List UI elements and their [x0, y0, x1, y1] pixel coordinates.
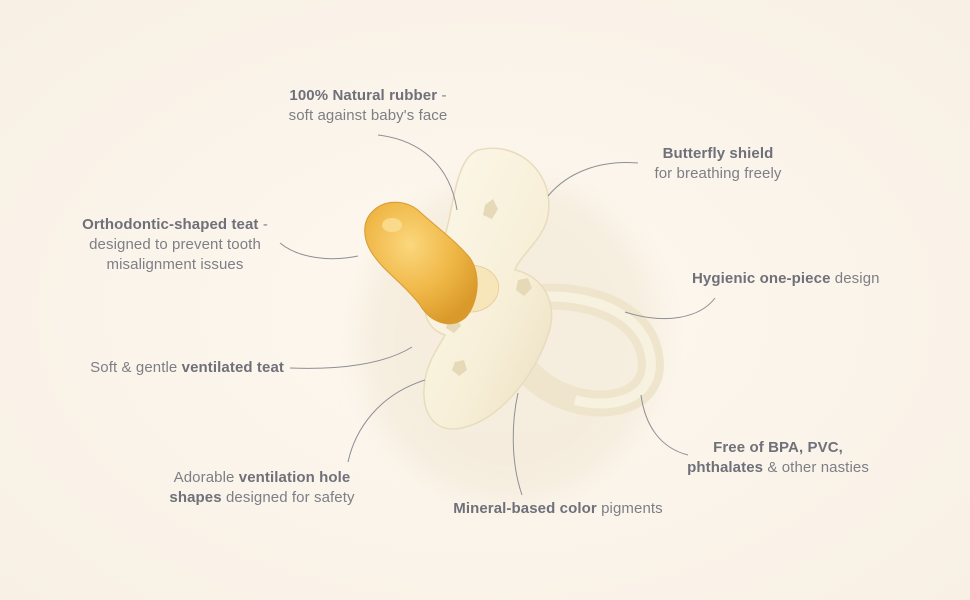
annotation-text: Soft & gentle [90, 359, 182, 376]
annotation-text: for breathing freely [654, 165, 782, 182]
ventilation-hole [452, 360, 467, 376]
annotation-bold-text: Hygienic one-piece [692, 270, 831, 287]
annotation-text: misalignment issues [106, 256, 244, 273]
annotation-bold-text: ventilated teat [181, 359, 284, 376]
annotation-natural-rubber: 100% Natural rubber - soft against baby'… [258, 86, 478, 126]
annotation-bold-text: Orthodontic-shaped teat [82, 216, 259, 233]
orthodontic-teat [364, 201, 478, 325]
annotation-text: designed to prevent tooth [89, 236, 261, 253]
annotation-butterfly-shield: Butterfly shield for breathing freely [628, 144, 808, 184]
annotation-text: soft against baby's face [288, 107, 448, 124]
annotation-bold-text: Free of BPA, PVC, [713, 439, 843, 456]
annotation-bold-text: ventilation hole [238, 469, 351, 486]
annotation-mineral-color: Mineral-based color pigments [420, 499, 696, 519]
ventilation-hole [516, 278, 532, 296]
annotation-bold-text: Mineral-based color [453, 500, 597, 517]
leader-lines [279, 134, 716, 496]
annotation-text: - [258, 216, 268, 233]
annotation-bold-text: shapes [169, 489, 222, 506]
annotation-bold-text: Butterfly shield [662, 145, 774, 162]
ventilation-hole [483, 199, 498, 219]
annotation-text: design [830, 270, 880, 287]
annotation-text: Adorable [173, 469, 239, 486]
annotation-text: & other nasties [763, 459, 869, 476]
annotation-text: pigments [596, 500, 663, 517]
annotation-hygienic: Hygienic one-piece design [692, 269, 942, 289]
annotation-text: designed for safety [221, 489, 355, 506]
annotation-ventilation-holes: Adorable ventilation hole shapes designe… [140, 468, 384, 508]
annotation-text: - [437, 87, 447, 104]
annotation-ventilated-teat: Soft & gentle ventilated teat [40, 358, 284, 378]
annotation-orthodontic-teat: Orthodontic-shaped teat - designed to pr… [60, 215, 290, 275]
annotation-bold-text: phthalates [687, 459, 764, 476]
annotation-bold-text: 100% Natural rubber [289, 87, 438, 104]
ring-handle [499, 283, 664, 417]
annotation-free-of: Free of BPA, PVC, phthalates & other nas… [662, 438, 894, 478]
